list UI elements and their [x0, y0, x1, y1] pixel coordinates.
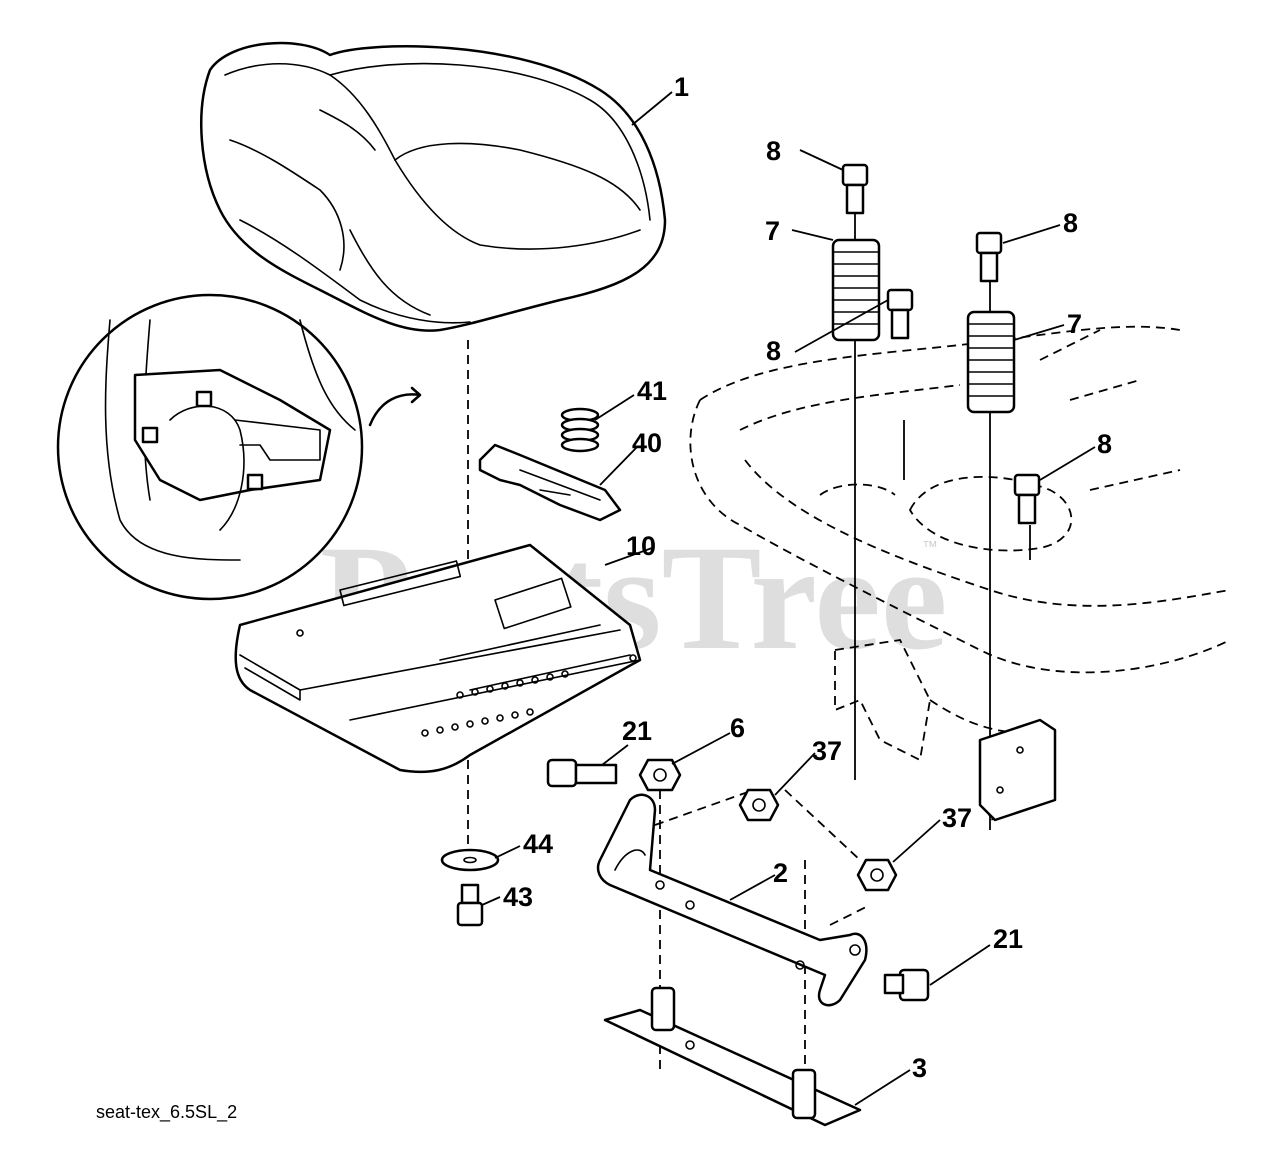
nut-mid: [738, 788, 780, 822]
callout-bolt-right: 21: [993, 924, 1023, 954]
callout-bolt-top-left: 8: [766, 136, 781, 166]
callout-washer: 44: [523, 829, 553, 859]
bracket: [596, 793, 868, 1007]
bolt-top-right: [975, 231, 1003, 283]
callout-screw: 43: [503, 882, 533, 912]
callout-seat-pan: 10: [626, 531, 656, 561]
callout-bolt-mid-right: 8: [1097, 429, 1112, 459]
callout-spring-right: 7: [1067, 309, 1082, 339]
watermark-trademark: ™: [922, 539, 938, 556]
bolt-top-left: [841, 163, 869, 215]
callout-seat: 1: [674, 72, 689, 102]
callout-bolt-left: 21: [622, 716, 652, 746]
leader-lines: [481, 91, 1096, 1106]
spring-left: [831, 238, 881, 342]
callout-latch: 40: [632, 428, 662, 458]
callout-nut-mid: 37: [812, 736, 842, 766]
bolt-right: [883, 968, 930, 1002]
plate: [603, 986, 862, 1127]
seat-pan-adjust-holes: [421, 670, 569, 737]
bolt-left: [546, 758, 618, 788]
spring-right: [966, 310, 1016, 414]
latch: [478, 443, 622, 522]
callout-nut-top: 6: [730, 713, 745, 743]
nut-lower: [856, 858, 898, 892]
washer: [440, 848, 500, 872]
screw: [456, 883, 484, 927]
callout-small-spring: 41: [637, 376, 667, 406]
callout-bolt-mid-left: 8: [766, 336, 781, 366]
diagram-code: seat-tex_6.5SL_2: [96, 1102, 238, 1122]
callout-bracket: 2: [773, 858, 788, 888]
bolt-mid-left: [886, 288, 914, 340]
seat: [200, 41, 667, 332]
callout-labels: 1 8 8 7 7 8 8 41 40 10 21 6 37 37 2 44 4…: [503, 72, 1112, 1083]
small-spring: [560, 407, 600, 453]
callout-nut-lower: 37: [942, 803, 972, 833]
callout-bolt-top-right: 8: [1063, 208, 1078, 238]
seat-pan: [234, 543, 642, 774]
nut-top: [638, 758, 682, 792]
detail-inset: [56, 293, 422, 601]
frame-mount: [978, 718, 1057, 822]
callout-spring-left: 7: [765, 216, 780, 246]
callout-plate: 3: [912, 1053, 927, 1083]
bolt-mid-right: [1013, 473, 1041, 525]
